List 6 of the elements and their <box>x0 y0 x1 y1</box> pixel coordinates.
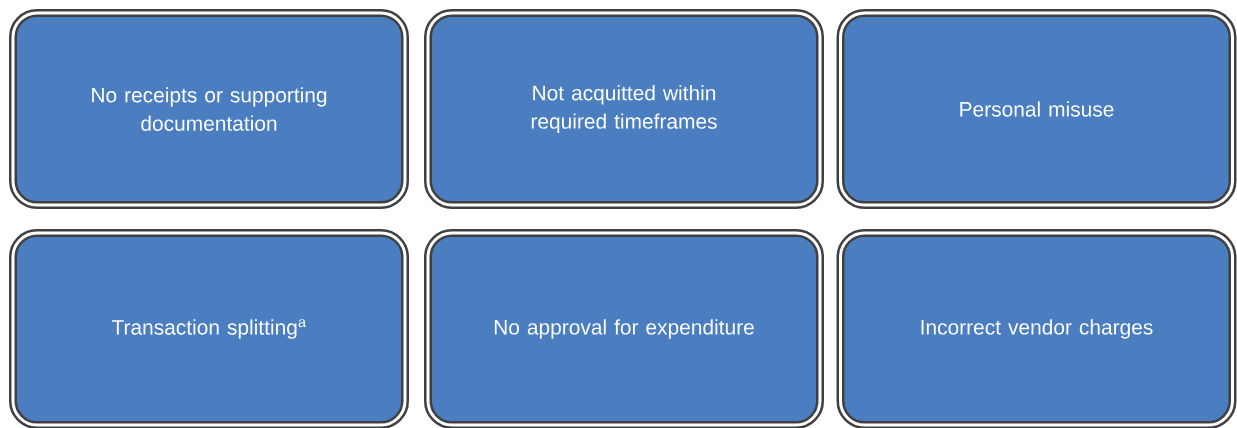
text-box: Incorrect vendor charges <box>836 229 1237 428</box>
text-box: Personal misuse <box>836 9 1237 209</box>
text-box: No receipts or supporting documentation <box>9 9 409 209</box>
text-box: No approval for expenditure <box>424 229 824 428</box>
text-box: Not acquitted within required timeframes <box>424 9 824 209</box>
text-box: Transaction splitting$^{a}$ <box>9 229 409 428</box>
